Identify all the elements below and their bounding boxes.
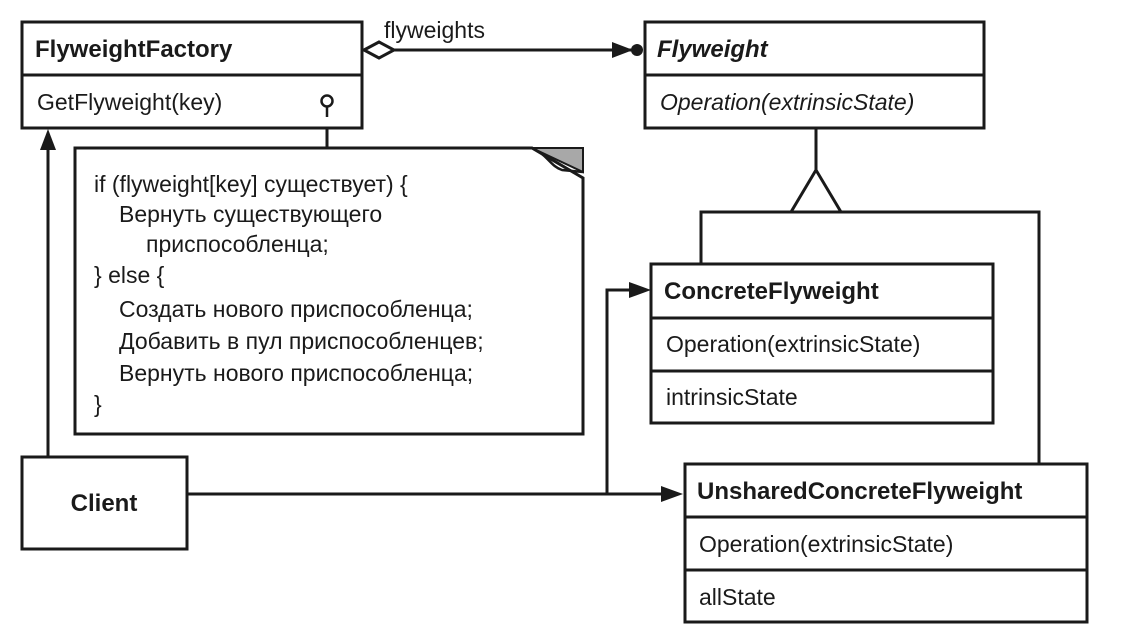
- inheritance-branches: [699, 210, 1041, 464]
- note-pin-icon: [320, 94, 334, 117]
- flyweight-factory-class[interactable]: FlyweightFactory GetFlyweight(key): [20, 20, 364, 130]
- flyweight-operation: Operation(extrinsicState): [660, 89, 914, 115]
- all-state-attribute: allState: [699, 584, 776, 610]
- aggregation-diamond: [360, 40, 398, 60]
- note-line-8: }: [94, 391, 102, 417]
- client-name: Client: [71, 490, 138, 517]
- client-to-factory-arrowhead: [40, 129, 56, 150]
- flyweight-name: Flyweight: [657, 36, 769, 63]
- client-to-concrete-arrowhead: [629, 282, 651, 298]
- note-line-1: if (flyweight[key] существует) {: [94, 171, 408, 197]
- client-to-unshared-arrowhead: [661, 486, 683, 502]
- note-fold-icon: [531, 147, 584, 174]
- flyweight-factory-name: FlyweightFactory: [35, 36, 233, 63]
- pseudocode-note: if (flyweight[key] существует) { Вернуть…: [73, 146, 585, 436]
- note-line-4: } else {: [94, 262, 165, 288]
- concrete-flyweight-operation: Operation(extrinsicState): [666, 331, 920, 357]
- note-line-5: Создать нового приспособленца;: [119, 296, 473, 322]
- aggregation-arrowhead: [612, 42, 633, 58]
- note-line-7: Вернуть нового приспособленца;: [119, 360, 473, 386]
- intrinsic-state-attribute: intrinsicState: [666, 384, 798, 410]
- unshared-concrete-flyweight-class[interactable]: UnsharedConcreteFlyweight Operation(extr…: [683, 462, 1089, 624]
- association-label: flyweights: [384, 17, 485, 43]
- concrete-flyweight-class[interactable]: ConcreteFlyweight Operation(extrinsicSta…: [649, 262, 995, 425]
- aggregation-multiplicity-dot: [631, 44, 643, 56]
- client-class[interactable]: Client: [20, 455, 189, 551]
- note-line-6: Добавить в пул приспособленцев;: [119, 328, 484, 354]
- client-to-concrete-line: [605, 288, 629, 494]
- unshared-concrete-flyweight-name: UnsharedConcreteFlyweight: [697, 478, 1022, 505]
- concrete-flyweight-name: ConcreteFlyweight: [664, 278, 879, 305]
- get-flyweight-operation: GetFlyweight(key): [37, 89, 222, 115]
- flyweight-class[interactable]: Flyweight Operation(extrinsicState): [643, 20, 986, 130]
- unshared-concrete-flyweight-operation: Operation(extrinsicState): [699, 531, 953, 557]
- note-line-3: приспособленца;: [146, 231, 329, 257]
- note-line-2: Вернуть существующего: [119, 201, 382, 227]
- inheritance-triangle: [788, 167, 844, 214]
